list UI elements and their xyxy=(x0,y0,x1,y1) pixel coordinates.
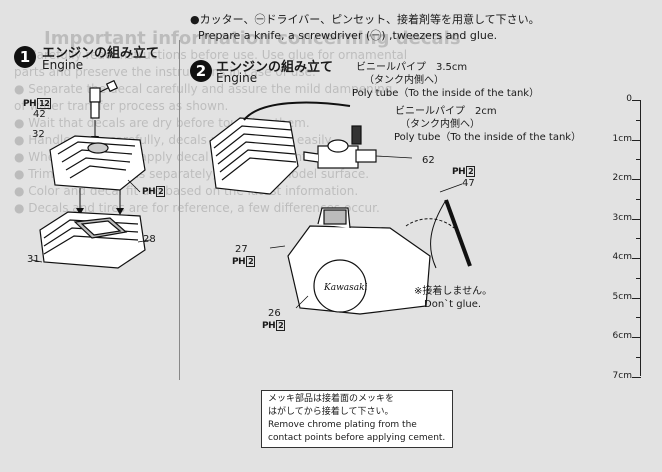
ghost-line: ● Decals and tires are for reference, a … xyxy=(14,201,380,215)
tube-short-jp2: （タンク内側へ） xyxy=(400,119,480,130)
tube-short-en: Poly tube（To the inside of the tank） xyxy=(394,132,582,143)
ghost-line: ● Carefully read instructions before use… xyxy=(14,48,408,62)
code-sub: 2 xyxy=(246,256,256,267)
code-text: PH xyxy=(142,187,156,197)
ruler-half-tick xyxy=(636,317,641,319)
code-sub: 2 xyxy=(466,166,476,177)
ruler-tick xyxy=(632,139,641,141)
chrome-warning-en2: contact points before applying cement. xyxy=(268,433,446,443)
ruler-label: 7cm xyxy=(612,370,632,381)
ruler-tick xyxy=(632,218,641,220)
step1-title-en: Engine xyxy=(42,58,84,72)
ghost-line: of water transfer process as shown. xyxy=(14,99,229,113)
ruler-label: 5cm xyxy=(612,291,632,302)
step-divider xyxy=(179,40,180,380)
ruler-tick xyxy=(632,179,641,180)
chrome-warning-box: メッキ部品は接着面のメッキを はがしてから接着して下さい。 Remove chr… xyxy=(261,390,453,448)
tube-long-en: Poly tube（To the inside of the tank） xyxy=(352,88,540,99)
step2-engine-drawing: Kawasaki xyxy=(209,101,472,315)
chrome-warning-jp2: はがしてから接着して下さい。 xyxy=(268,407,394,417)
step2-part-27: 27 xyxy=(235,244,248,255)
step2-title-en: Engine xyxy=(216,71,258,85)
ruler-half-tick xyxy=(636,356,641,358)
code-text: PH xyxy=(23,99,37,109)
step2-part-26: 26 xyxy=(268,308,281,319)
ruler-half-tick xyxy=(636,277,641,279)
ghost-line: parts and preserve the instructions in c… xyxy=(14,65,316,79)
chrome-warning-jp1: メッキ部品は接着面のメッキを xyxy=(268,394,395,404)
intro-note-jp: ●カッター、㊀ドライバー、ピンセット、接着剤等を用意して下さい。 xyxy=(190,11,540,27)
code-sub: 12 xyxy=(37,98,52,109)
ruler-tick xyxy=(632,376,641,378)
no-glue-jp: ※接着しません。 xyxy=(414,286,493,297)
ghost-heading: Important information concerning decals xyxy=(44,30,461,49)
code-sub: 2 xyxy=(276,320,286,331)
tube-long-jp2: （タンク内側へ） xyxy=(364,75,444,86)
ruler-half-tick xyxy=(636,238,641,240)
intro-note-jp-text: カッター、㊀ドライバー、ピンセット、接着剤等を用意して下さい。 xyxy=(199,13,540,26)
ruler-label: 0 xyxy=(626,94,632,104)
step2-title-jp: エンジンの組み立て xyxy=(216,60,334,75)
step1-part-32: 32 xyxy=(32,129,45,140)
step1-part-31: 31 xyxy=(27,254,40,265)
ruler-tick xyxy=(632,100,641,101)
chrome-warning-en1: Remove chrome plating from the xyxy=(268,420,417,430)
step2-number: 2 xyxy=(190,60,212,82)
step1-title-jp: エンジンの組み立て xyxy=(42,46,160,61)
ruler-label: 6cm xyxy=(612,331,632,341)
bullet: ● xyxy=(190,13,200,26)
code-sub: 2 xyxy=(156,186,166,197)
step1-part-28: 28 xyxy=(143,234,156,245)
ruler-tick xyxy=(632,258,641,259)
tube-short-jp: ビニールパイプ 2cm xyxy=(395,106,497,117)
step2-part-62: 62 xyxy=(422,155,435,166)
ruler-half-tick xyxy=(636,198,641,200)
intro-note-en: Prepare a knife, a screwdriver (㊀) ,twee… xyxy=(198,29,498,42)
ruler-label: 3cm xyxy=(612,212,632,223)
ruler-label: 2cm xyxy=(612,173,632,183)
no-glue-en: Don`t glue. xyxy=(424,299,482,310)
ruler-half-tick xyxy=(636,159,641,161)
ruler-tick xyxy=(632,337,641,338)
step1-number: 1 xyxy=(14,46,36,68)
code-text: PH xyxy=(452,167,466,177)
step1-part-42: 42 xyxy=(33,109,46,120)
ruler-tick xyxy=(632,297,641,299)
ruler-label: 4cm xyxy=(612,252,632,262)
tube-long-jp: ビニールパイプ 3.5cm xyxy=(356,62,468,73)
code-text: PH xyxy=(262,321,276,331)
kawasaki-logo: Kawasaki xyxy=(323,283,368,293)
code-text: PH xyxy=(232,257,246,267)
step2-part-47: 47 xyxy=(462,178,475,189)
step1-engine-drawing xyxy=(31,80,151,269)
ruler-line xyxy=(640,100,641,376)
ruler-half-tick xyxy=(636,119,641,121)
ruler-label: 1cm xyxy=(612,133,632,144)
